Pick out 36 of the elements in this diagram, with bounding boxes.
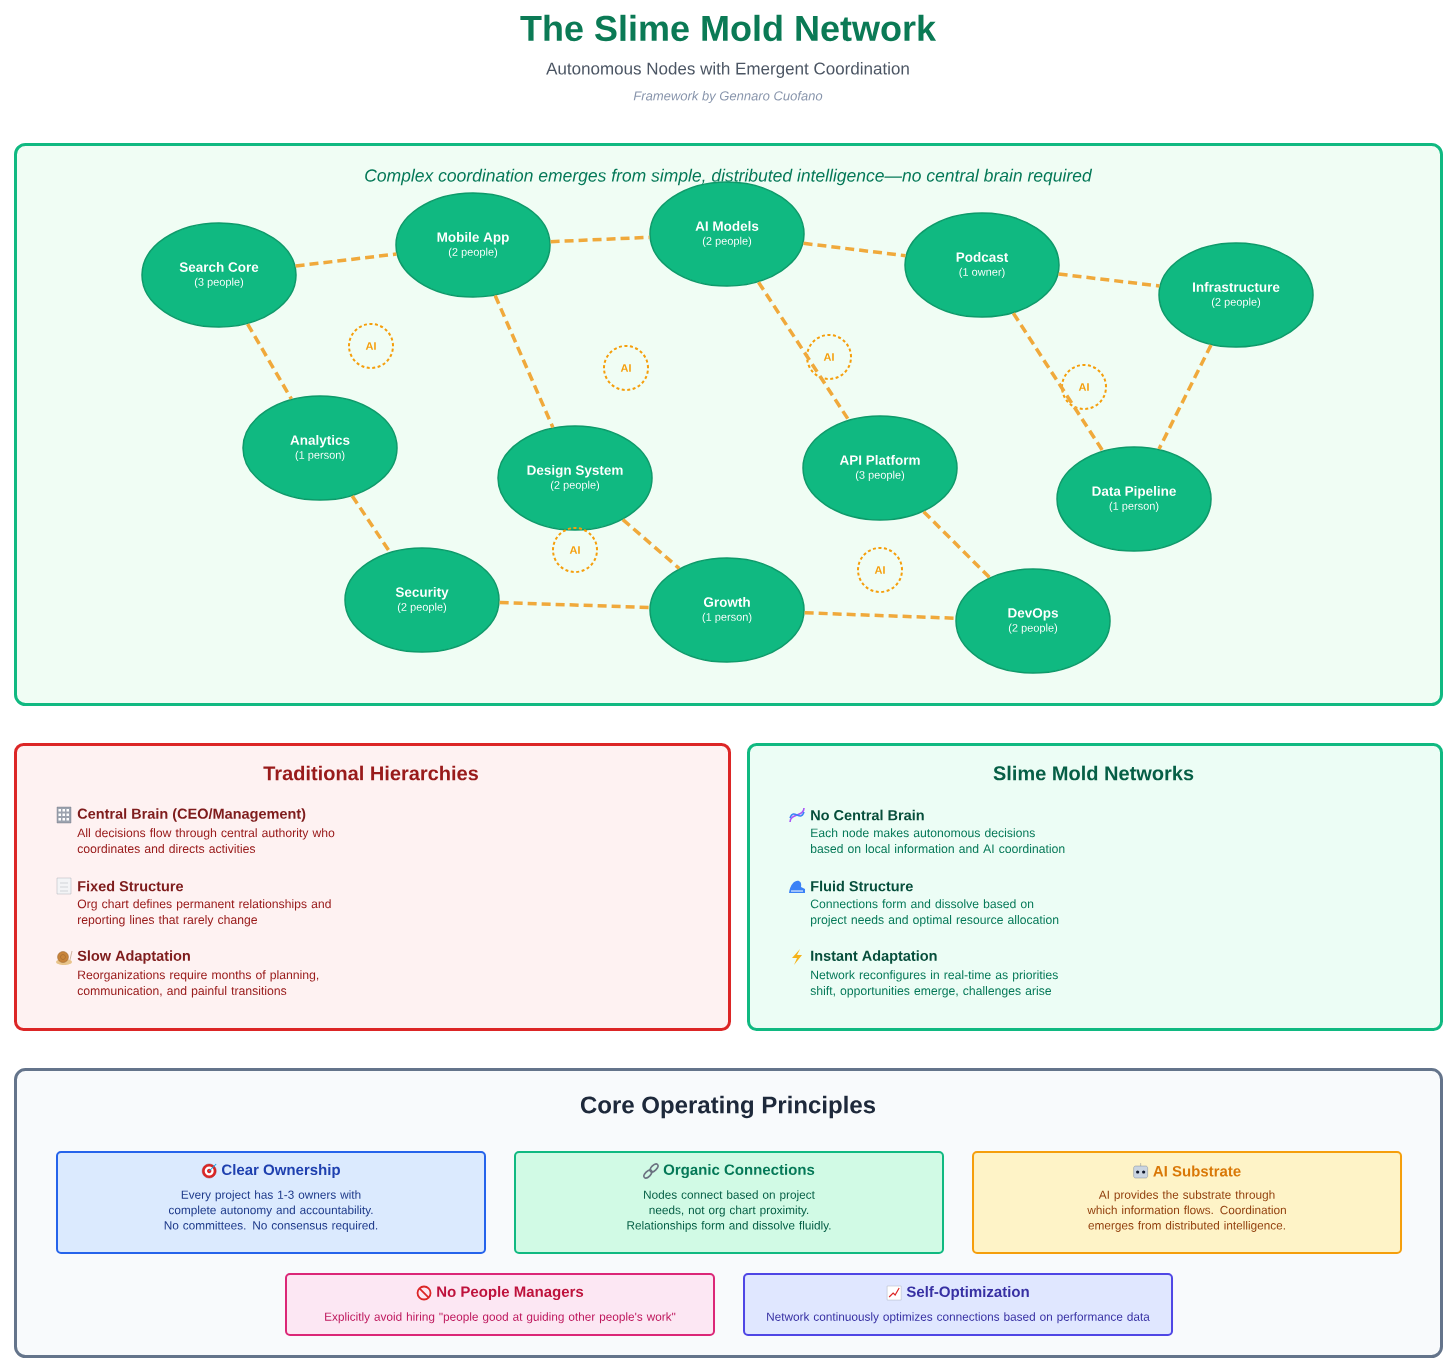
item-text: Reorganizations require months of planning, communication, and painful transitions	[77, 970, 319, 998]
dashed-connector	[1157, 344, 1213, 450]
item-text: Network reconfigures in real-time as priorities shift, opportunities emerge, challenges arise	[810, 970, 1058, 998]
dashed-connector	[804, 611, 956, 620]
dashed-connector	[1011, 312, 1105, 452]
item-heading: Instant Adaptation	[811, 950, 937, 964]
item-text: Each node makes autonomous decisions based on local information and AI coordination	[811, 828, 1065, 854]
card-text: AI provides the substrate through which information flows. Coordination emerges from distributed intelligence.	[1087, 1190, 1286, 1232]
card-text: Network continuously optimizes connections based on performance data	[767, 1312, 1150, 1324]
item-heading: Fluid Structure	[811, 880, 913, 892]
dashed-connector	[499, 600, 650, 610]
dashed-connector	[295, 252, 397, 268]
item-heading: Fixed Structure	[78, 880, 184, 892]
dashed-connector	[493, 294, 555, 429]
card-text: Nodes connect based on project needs, not org chart proximity. Relationships form and dissolve fluidly.	[627, 1190, 831, 1232]
item-heading: Central Brain (CEO/Management)	[77, 808, 306, 822]
item-heading: No Central Brain	[811, 809, 924, 821]
card-text: Every project has 1-3 owners with complete autonomy and accountability. No committees. No consensus required.	[164, 1190, 378, 1232]
dashed-connector	[621, 518, 681, 570]
subtitle: Autonomous Nodes with Emergent Coordination	[546, 62, 909, 78]
dashed-connector	[350, 495, 392, 553]
dashed-connector	[803, 241, 906, 258]
card-text: Explicitly avoid hiring "people good at guiding other people's work"	[325, 1312, 676, 1324]
comparison-panel: Slime Mold Networks No Central Brain Each node makes autonomous decisions based on local information and AI coordination Fluid Structure Connections form and dissolve based on project needs and optimal resource allocation Instant Adaptation Network reconfigures in real-time as priorities shift, opportunities emerge, challenges arise	[747, 743, 1443, 1031]
dashed-connector	[1058, 272, 1160, 288]
item-text: Org chart defines permanent relationships and reporting lines that rarely change	[77, 899, 331, 927]
dashed-connector	[246, 323, 293, 400]
dashed-connector	[550, 235, 650, 244]
comparison-panel: Traditional Hierarchies Central Brain (CEO/Management) All decisions flow through central authority who coordinates and directs activities Fixed Structure Org chart defines permanent relationships and reporting lines that rarely change Slow Adaptation Reorganizations require months of planning, communication, and painful transitions	[14, 743, 731, 1031]
title: The Slime Mold Network	[520, 14, 937, 42]
item-text: All decisions flow through central authority who coordinates and directs activities	[77, 828, 335, 854]
dashed-connector	[922, 510, 991, 579]
credit-line: Framework by Gennaro Cuofano	[633, 90, 823, 104]
item-heading: Slow Adaptation	[77, 950, 190, 964]
item-text: Connections form and dissolve based on project needs and optimal resource allocation	[810, 899, 1059, 927]
dashed-connector	[757, 281, 850, 421]
